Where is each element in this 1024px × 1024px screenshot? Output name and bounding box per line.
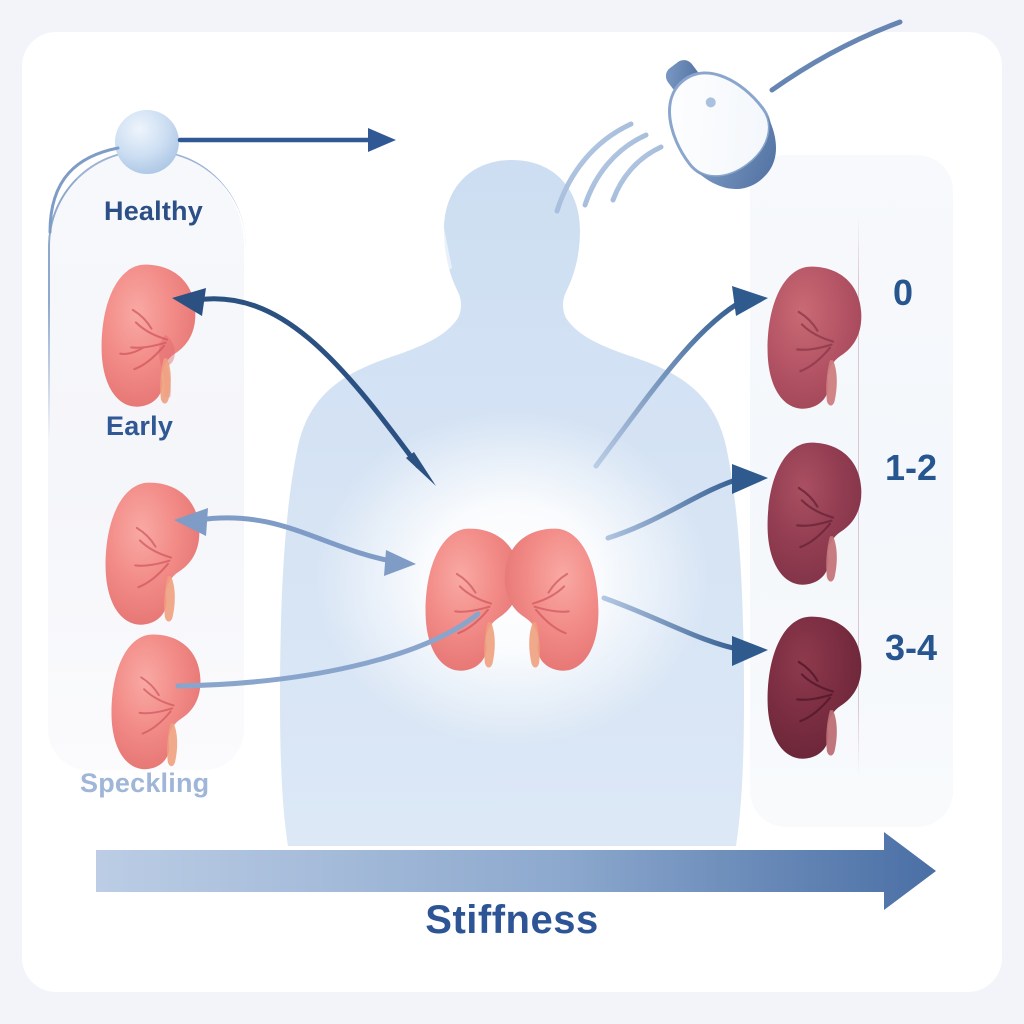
left-kidney-speckling[interactable] [111, 634, 201, 770]
left-kidney-healthy[interactable] [101, 264, 196, 407]
right-kidney-grade-0[interactable] [767, 266, 862, 409]
center-to-grade-1-2-arrow [605, 464, 768, 541]
center-to-early-arrow [174, 508, 416, 576]
right-kidney-grade-1-2[interactable] [767, 442, 862, 585]
ultrasound-probe-icon[interactable] [636, 38, 796, 208]
left-label-speckling: Speckling [80, 768, 210, 798]
left-kidney-early[interactable] [105, 482, 200, 625]
stiffness-gradient-arrow [96, 832, 936, 910]
center-to-grade-0-arrow [593, 286, 768, 469]
stiffness-axis-label: Stiffness [425, 898, 599, 942]
left-label-early: Early [106, 411, 174, 441]
healthy-state-marker[interactable] [115, 110, 179, 174]
probe-to-marker-arrow [177, 128, 396, 152]
marker-leader-line [48, 146, 120, 234]
center-to-grade-3-4-arrow [601, 595, 768, 666]
center-to-speckling-arrow [175, 611, 481, 689]
right-label-grade-3-4: 3-4 [885, 627, 938, 668]
probe-cable [769, 19, 903, 93]
right-label-grade-0: 0 [893, 272, 914, 313]
left-label-healthy: Healthy [104, 196, 203, 226]
center-to-healthy-arrow [172, 288, 436, 486]
right-label-grade-1-2: 1-2 [885, 447, 938, 488]
sound-wave-arcs [554, 121, 664, 214]
right-kidney-grade-3-4[interactable] [767, 616, 862, 759]
